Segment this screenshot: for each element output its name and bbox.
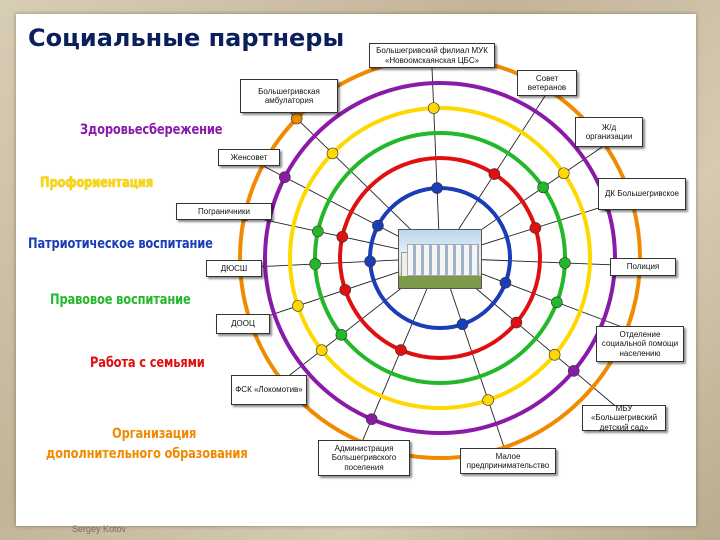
node-dot [364,255,376,268]
node-dot [315,344,328,356]
page-title: Социальные партнеры [28,24,345,52]
partner-police: Полиция [610,258,676,276]
partner-veterans-council: Совет ветеранов [517,70,577,96]
node-dot [312,225,324,238]
node-dot [326,147,339,160]
partner-administration: Администрация Большегривского поселения [318,440,410,476]
node-dot [551,296,563,309]
direction-legal: Правовое воспитание [50,292,191,308]
node-dot [339,284,352,296]
node-dot [372,219,384,232]
direction-extra-education-1: Организация [112,426,197,442]
node-dot [335,329,348,341]
direction-health: Здоровьесбережение [80,122,223,138]
partner-small-business: Малое предпринимательство [460,448,556,474]
node-dot [529,222,542,234]
node-dot [488,168,501,180]
node-dot [292,300,304,312]
partner-library: Большегривский филиал МУК «Новоомскаянск… [369,43,495,68]
direction-career: Профориентация [40,175,154,191]
ring-circle [288,106,592,410]
partner-culture-house: ДК Большегривское [598,178,686,210]
node-dot [557,167,570,180]
footer-text: Sergey Kotov [72,524,127,534]
ring-circle [338,156,542,360]
spoke-line [431,67,441,259]
node-dot [456,318,469,331]
partner-social-help: Отделение социальной помощи населению [596,326,684,362]
direction-extra-education-2: дополнительного образования [46,446,248,462]
node-dot [290,112,303,125]
node-dot [510,316,523,329]
direction-patriotic: Патриотическое воспитание [28,236,213,252]
partner-railway: Ж/д организации [575,117,643,147]
node-dot [336,230,349,243]
partner-women-council: Женсовет [218,149,280,166]
node-dot [278,171,291,183]
node-dot [537,181,549,194]
direction-family: Работа с семьями [90,355,205,371]
node-dot [567,365,580,377]
node-dot [559,257,571,269]
node-dot [365,413,378,425]
partner-fsk-lokomotiv: ФСК «Локомотив» [231,375,307,405]
node-dot [427,102,440,114]
partner-dooc: ДООЦ [216,314,270,334]
node-dot [431,182,443,194]
node-dot [482,394,494,406]
node-dot [548,348,561,361]
partner-ambulatory: Большегривская амбулатория [240,79,338,113]
node-dot [309,258,321,270]
node-dot [395,344,407,356]
school-photo [398,229,482,289]
node-dot [499,277,512,289]
partner-kindergarten: МБУ «Большегривский детский сад» [582,404,666,432]
partner-border-guards: Пограничники [176,203,272,220]
partner-dyussh: ДЮСШ [206,260,262,277]
